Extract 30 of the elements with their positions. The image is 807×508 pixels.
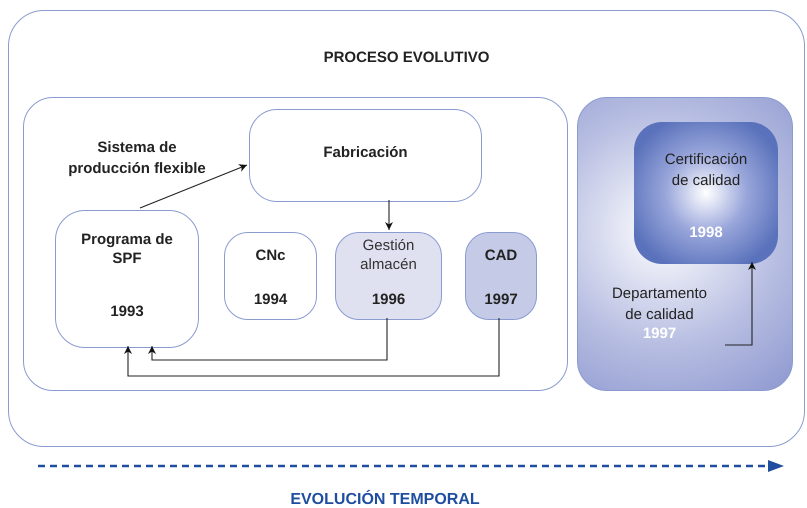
node-text: 1996 (372, 290, 406, 310)
process-box (465, 232, 537, 320)
node-text: 1998 (689, 222, 723, 242)
node-text: 1994 (254, 290, 288, 310)
process-box (249, 109, 482, 202)
process-box (335, 232, 442, 320)
node-text: Certificación de calidad (664, 150, 748, 191)
process-box (55, 210, 199, 348)
annotation-text: Sistema de producción flexible (67, 138, 207, 179)
arrow (725, 262, 756, 346)
node-text: 1997 (642, 325, 676, 344)
node-text: Programa de SPF (80, 231, 174, 268)
node-text: Departamento de calidad (610, 284, 708, 325)
certification-box (634, 122, 778, 264)
node-text: Fabricación (323, 143, 408, 163)
arrow (385, 200, 393, 230)
axis-label: EVOLUCIÓN TEMPORAL (289, 488, 481, 508)
node-text: PROCESO EVOLUTIVO (324, 48, 490, 68)
node-text: Gestión almacén (359, 237, 418, 274)
node-text: CAD (484, 246, 518, 266)
outer-frame (8, 10, 805, 447)
node-text: 1993 (110, 302, 144, 322)
panel (23, 97, 568, 391)
panel (577, 97, 793, 391)
process-box (224, 232, 317, 320)
arrow (148, 318, 388, 361)
arrow (140, 164, 248, 209)
node-text: 1997 (484, 290, 518, 310)
arrow (124, 318, 500, 377)
node-text: CNc (255, 246, 286, 266)
